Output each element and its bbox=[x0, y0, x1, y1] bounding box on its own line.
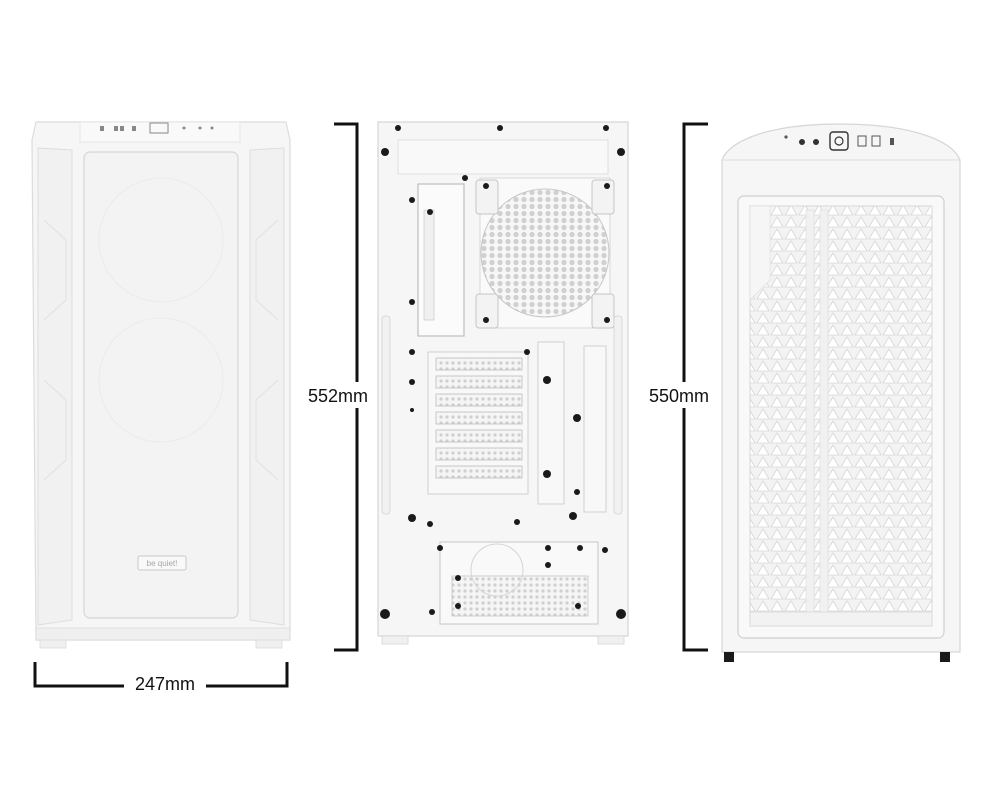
front-fan-outlines bbox=[98, 177, 224, 443]
brand-logo-text: be quiet! bbox=[147, 559, 178, 568]
front-left-foot bbox=[39, 639, 67, 649]
rear-screws bbox=[380, 125, 626, 619]
power-button bbox=[829, 131, 849, 151]
width-dimension-label: 247mm bbox=[135, 674, 195, 694]
side-height-dimension-line bbox=[682, 122, 708, 652]
front-view-case: be quiet! bbox=[31, 121, 291, 649]
side-left-foot bbox=[724, 652, 734, 662]
front-right-foot bbox=[255, 639, 283, 649]
rear-fan-mesh bbox=[480, 188, 610, 318]
side-view-case bbox=[721, 123, 961, 662]
front-io-ports bbox=[100, 122, 214, 134]
rear-height-dimension-line bbox=[334, 122, 359, 652]
rear-view-case bbox=[377, 121, 629, 645]
triangular-mesh-panel bbox=[749, 205, 933, 627]
top-io-ports bbox=[784, 131, 894, 151]
rear-height-dimension-label: 552mm bbox=[308, 386, 368, 406]
brand-logo-badge bbox=[137, 555, 187, 571]
width-dimension-line bbox=[33, 662, 289, 688]
front-mesh-panel bbox=[83, 151, 239, 619]
front-io-panel bbox=[79, 121, 241, 143]
side-height-dimension-label: 550mm bbox=[649, 386, 709, 406]
side-right-foot bbox=[940, 652, 950, 662]
expansion-slots bbox=[427, 351, 529, 495]
